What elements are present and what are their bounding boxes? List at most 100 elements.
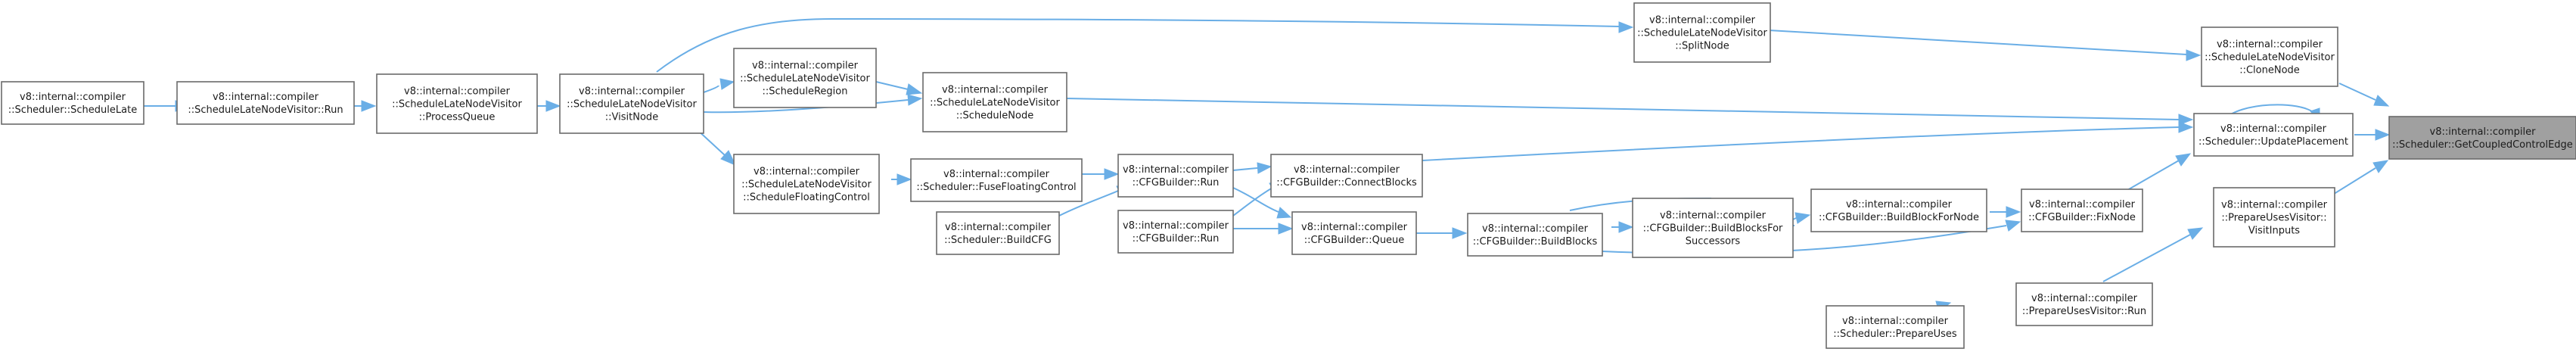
node-label-line: ::Scheduler::BuildCFG <box>944 235 1052 246</box>
node-box <box>1117 210 1234 254</box>
node-fuse-floating-control[interactable]: v8::internal::compiler::Scheduler::FuseF… <box>910 158 1083 202</box>
node-schedule-floating-control[interactable]: v8::internal::compiler::ScheduleLateNode… <box>733 154 880 214</box>
node-label-line: v8::internal::compiler <box>1123 220 1229 232</box>
node-prepare-uses-visitor-run[interactable]: v8::internal::compiler::PrepareUsesVisit… <box>2015 282 2153 326</box>
node-label-line: ::Scheduler::ScheduleLate <box>8 104 137 116</box>
node-build-blocks-for-successors[interactable]: v8::internal::compiler::CFGBuilder::Buil… <box>1632 198 1794 258</box>
node-label-line: ::ScheduleLateNodeVisitor <box>2205 52 2335 64</box>
node-fix-node[interactable]: v8::internal::compiler::CFGBuilder::FixN… <box>2021 188 2143 232</box>
arrowhead <box>1452 227 1468 239</box>
edge-scheduleregion-schedulenode <box>875 81 909 90</box>
arrowhead <box>2178 121 2194 133</box>
node-slnv-run[interactable]: v8::internal::compiler::ScheduleLateNode… <box>176 81 355 125</box>
arrowhead <box>1278 223 1294 235</box>
node-get-coupled-control-edge[interactable]: v8::internal::compiler::Scheduler::GetCo… <box>2388 116 2576 160</box>
edge-buildcfg-cfgrun1 <box>1058 190 1119 216</box>
node-box <box>1270 154 1423 198</box>
arrowhead <box>1618 221 1634 233</box>
node-box <box>733 48 877 108</box>
node-build-block-for-node[interactable]: v8::internal::compiler::CFGBuilder::Buil… <box>1810 188 1987 232</box>
node-label-line: VisitInputs <box>2248 226 2300 237</box>
node-label-line: ::CFGBuilder::FixNode <box>2028 212 2136 223</box>
node-update-placement[interactable]: v8::internal::compiler::Scheduler::Updat… <box>2193 113 2354 157</box>
node-label-line: ::CFGBuilder::BuildBlocks <box>1473 236 1598 248</box>
node-schedule-node[interactable]: v8::internal::compiler::ScheduleLateNode… <box>922 72 1067 132</box>
node-label-line: v8::internal::compiler <box>404 86 511 98</box>
node-label-line: ::ScheduleLateNodeVisitor <box>930 98 1060 109</box>
node-label-line: v8::internal::compiler <box>1294 164 1400 176</box>
node-label-line: ::ScheduleLateNodeVisitor::Run <box>188 104 343 116</box>
node-visit-inputs[interactable]: v8::internal::compiler::PrepareUsesVisit… <box>2213 187 2335 248</box>
node-label-line: ::CFGBuilder::Queue <box>1304 235 1405 246</box>
node-label-line: ::PrepareUsesVisitor:: <box>2221 213 2326 224</box>
arrowhead <box>1276 207 1292 219</box>
edge-splitnode-clonenode <box>1768 30 2187 55</box>
node-box <box>2021 188 2143 232</box>
node-label-line: ::VisitNode <box>605 112 658 123</box>
node-build-cfg[interactable]: v8::internal::compiler::Scheduler::Build… <box>936 211 1060 255</box>
node-label-line: v8::internal::compiler <box>2029 199 2136 210</box>
node-schedule-region[interactable]: v8::internal::compiler::ScheduleLateNode… <box>733 48 877 108</box>
node-label-line: ::PrepareUsesVisitor::Run <box>2022 306 2146 317</box>
node-connect-blocks[interactable]: v8::internal::compiler::CFGBuilder::Conn… <box>1270 154 1423 198</box>
edge-visitnode-schedulenode <box>703 99 909 114</box>
arrowhead <box>1104 168 1120 180</box>
node-box <box>1291 211 1417 255</box>
node-label-line: ::Scheduler::GetCoupledControlEdge <box>2392 139 2573 151</box>
node-label-line: v8::internal::compiler <box>2220 123 2327 135</box>
edge-cfgrun2-connectblocks <box>1232 187 1273 216</box>
node-box <box>936 211 1060 255</box>
node-label-line: v8::internal::compiler <box>2031 293 2138 304</box>
node-process-queue[interactable]: v8::internal::compiler::ScheduleLateNode… <box>376 73 538 134</box>
arrowhead <box>2178 114 2194 126</box>
arrowhead <box>1618 21 1634 33</box>
node-queue[interactable]: v8::internal::compiler::CFGBuilder::Queu… <box>1291 211 1417 255</box>
node-cfg-run-1[interactable]: v8::internal::compiler::CFGBuilder::Run <box>1117 154 1234 198</box>
node-box <box>376 73 538 134</box>
node-box <box>1810 188 1987 232</box>
node-schedule-late[interactable]: v8::internal::compiler::Scheduler::Sched… <box>1 81 144 125</box>
node-clone-node[interactable]: v8::internal::compiler::ScheduleLateNode… <box>2201 26 2338 87</box>
node-build-blocks[interactable]: v8::internal::compiler::CFGBuilder::Buil… <box>1467 213 1603 257</box>
node-label-line: v8::internal::compiler <box>1846 199 1953 210</box>
node-label-line: v8::internal::compiler <box>213 92 319 103</box>
node-label-line: v8::internal::compiler <box>942 85 1049 96</box>
node-box <box>2015 282 2153 326</box>
arrowhead <box>2372 160 2389 173</box>
node-split-node[interactable]: v8::internal::compiler::ScheduleLateNode… <box>1633 2 1771 63</box>
node-prepare-uses[interactable]: v8::internal::compiler::Scheduler::Prepa… <box>1826 305 1965 349</box>
arrowhead <box>1794 212 1811 224</box>
node-label-line: v8::internal::compiler <box>1842 316 1949 327</box>
node-box <box>2193 113 2354 157</box>
edge-visitnode-scheduleregion <box>703 85 719 93</box>
arrowhead <box>907 94 923 106</box>
arrowhead <box>2006 206 2021 218</box>
node-label-line: ::ScheduleLateNodeVisitor <box>1637 28 1767 39</box>
node-label-line: v8::internal::compiler <box>2430 126 2537 138</box>
node-box <box>1 81 144 125</box>
node-label-line: ::ScheduleNode <box>956 111 1033 122</box>
node-label-line: v8::internal::compiler <box>945 222 1052 233</box>
node-label-line: ::ProcessQueue <box>419 112 496 123</box>
node-box <box>559 73 704 134</box>
node-box <box>1826 305 1965 349</box>
node-label-line: v8::internal::compiler <box>943 169 1050 180</box>
node-box <box>2213 187 2335 248</box>
arrowhead <box>719 78 735 90</box>
edge-visitinputs-getcoupled <box>2331 167 2376 196</box>
node-box <box>2201 26 2338 87</box>
edge-cfgrun1-connectblocks <box>1232 167 1258 171</box>
node-cfg-run-2[interactable]: v8::internal::compiler::CFGBuilder::Run <box>1117 210 1234 254</box>
node-box <box>1633 2 1771 63</box>
node-box <box>1117 154 1234 198</box>
node-visit-node[interactable]: v8::internal::compiler::ScheduleLateNode… <box>559 73 704 134</box>
node-label-line: ::CFGBuilder::BuildBlocksFor <box>1643 223 1783 235</box>
node-label-line: ::ScheduleFloatingControl <box>743 192 870 204</box>
node-label-line: ::CloneNode <box>2239 65 2300 76</box>
arrowhead <box>361 100 377 112</box>
node-label-line: v8::internal::compiler <box>20 92 126 103</box>
arrowhead <box>2375 129 2391 141</box>
node-label-line: ::ScheduleLateNodeVisitor <box>741 179 872 191</box>
